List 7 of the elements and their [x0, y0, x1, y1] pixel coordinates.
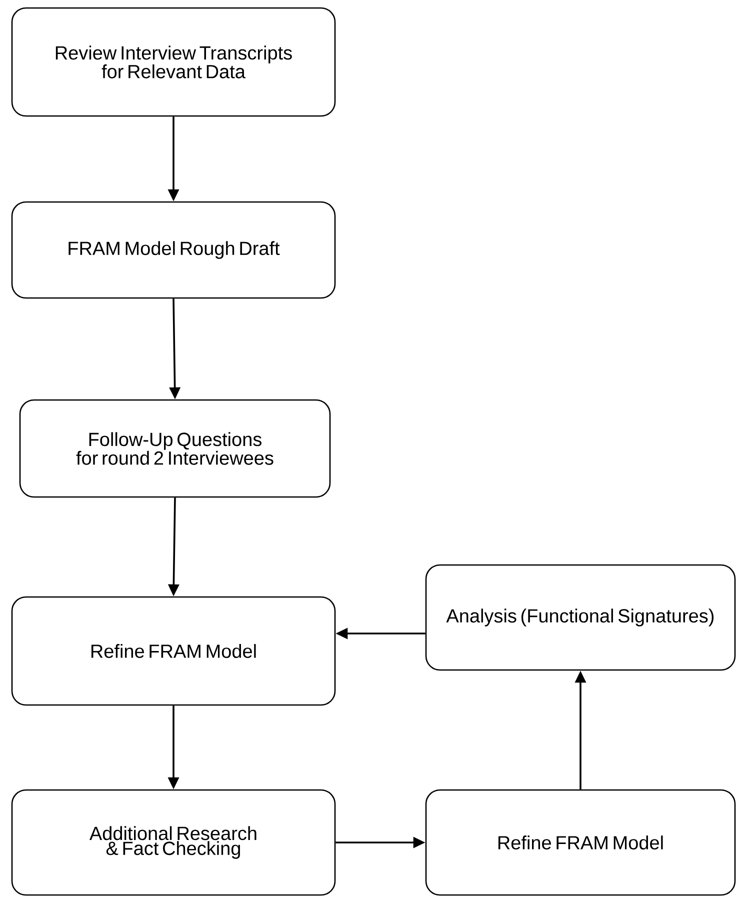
process-box: Refine FRAM Model [425, 789, 736, 896]
process-box: Refine FRAM Model [11, 596, 336, 706]
process-box: Additional Research & Fact Checking [11, 789, 336, 896]
process-box: Analysis (Functional Signatures) [425, 564, 736, 671]
process-box: Follow-Up Questions for round 2 Interviewees [19, 399, 331, 498]
process-box: FRAM Model Rough Draft [11, 201, 336, 299]
process-box: Review Interview Transcripts for Relevant Data [11, 7, 336, 117]
